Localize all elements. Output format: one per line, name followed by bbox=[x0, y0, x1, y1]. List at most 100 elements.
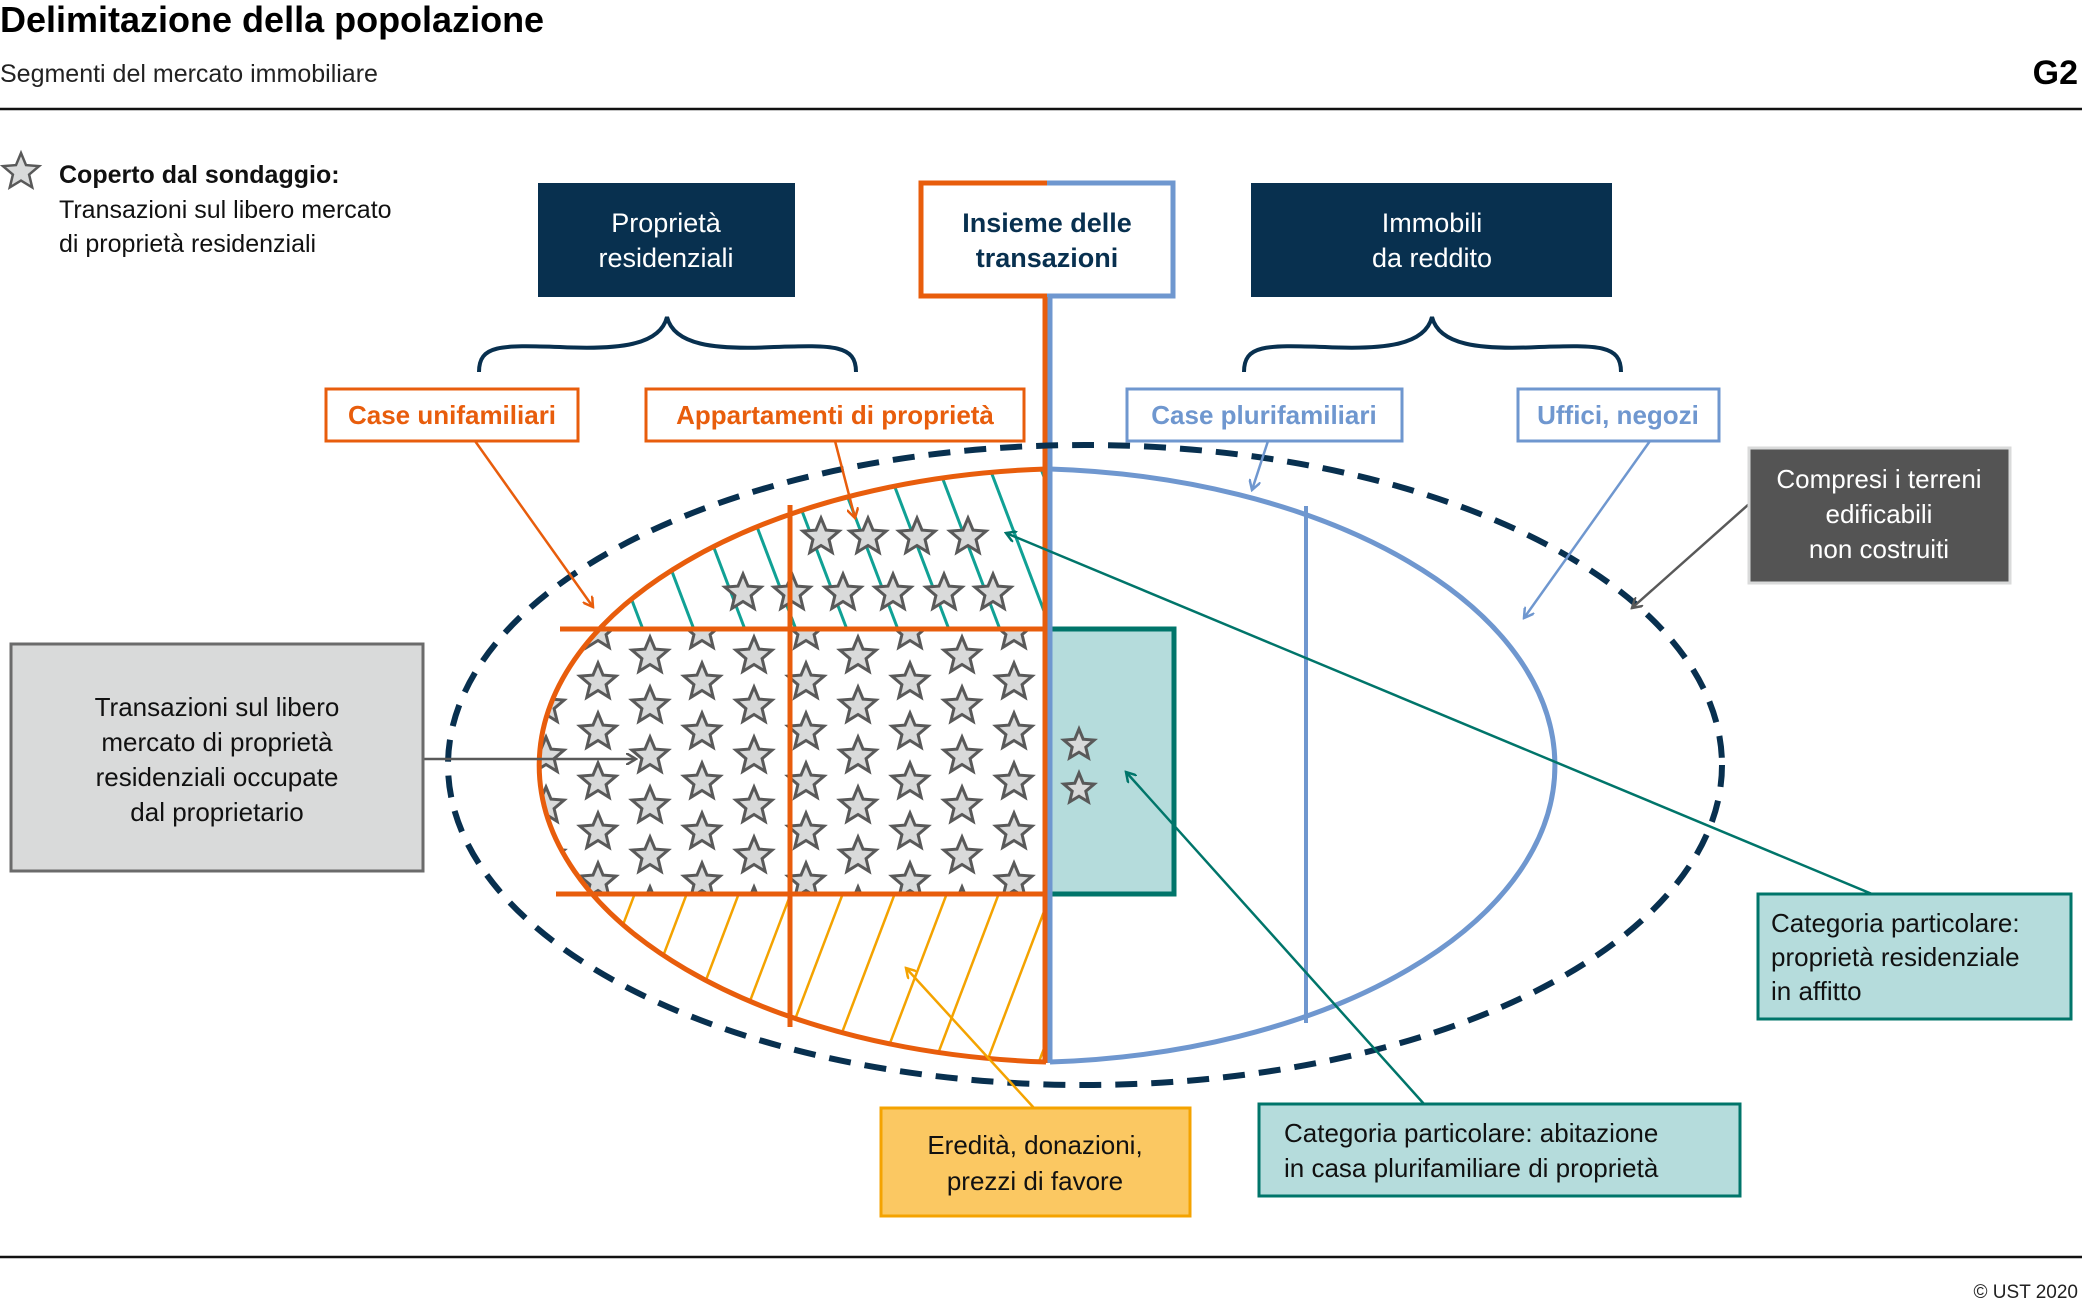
star-icon bbox=[940, 683, 984, 725]
annotation-owner-occupied-line-3: residenziali occupate bbox=[96, 762, 339, 792]
star-icon bbox=[940, 733, 984, 775]
legend: Coperto dal sondaggio: Transazioni sul l… bbox=[0, 149, 392, 258]
ellipse-incl-building-land bbox=[445, 442, 1725, 1088]
annotation-building-land-line-1: Compresi i terreni bbox=[1776, 464, 1981, 494]
category-residential-line-2: residenziali bbox=[598, 243, 733, 273]
star-icon bbox=[1100, 913, 1136, 947]
annotation-owner-occupied-line-2: mercato di proprietà bbox=[101, 727, 333, 757]
star-icon bbox=[996, 913, 1032, 947]
star-icon bbox=[888, 709, 932, 751]
star-icon bbox=[940, 633, 984, 675]
star-icon bbox=[836, 633, 880, 675]
star-icon bbox=[888, 809, 932, 851]
star-icon bbox=[576, 809, 620, 851]
star-icon bbox=[992, 709, 1036, 751]
annotation-owned-in-multifamily: Categoria particolare: abitazione in cas… bbox=[1257, 1102, 1742, 1198]
star-icon bbox=[732, 683, 776, 725]
category-residential-line-1: Proprietà bbox=[611, 208, 722, 238]
star-icon bbox=[836, 733, 880, 775]
star-icon bbox=[539, 733, 568, 775]
hatch-line bbox=[1183, 440, 1259, 640]
star-icon bbox=[580, 913, 616, 947]
category-income: Immobili da reddito bbox=[1251, 183, 1612, 297]
annotation-owned-line-2: in casa plurifamiliare di proprietà bbox=[1284, 1153, 1659, 1183]
star-icon bbox=[784, 759, 828, 801]
leader-multi-family bbox=[1252, 440, 1270, 490]
hatch-line bbox=[671, 469, 751, 628]
annotation-building-land-line-3: non costruiti bbox=[1809, 534, 1949, 564]
star-icon bbox=[680, 709, 724, 751]
segment-multi-family: Case plurifamiliari bbox=[1125, 387, 1404, 443]
ellipse-income-outline bbox=[1049, 466, 1558, 1065]
hatch-line bbox=[539, 469, 598, 628]
star-icon bbox=[721, 570, 765, 612]
figure-id: G2 bbox=[2033, 54, 2078, 92]
hatch-line bbox=[562, 895, 642, 1062]
star-icon bbox=[680, 859, 724, 892]
annotation-building-land: Compresi i terreni edificabili non costr… bbox=[1747, 446, 2012, 585]
star-icon bbox=[992, 759, 1036, 801]
page-title: Delimitazione della popolazione bbox=[0, 0, 544, 40]
brace-residential bbox=[477, 316, 858, 373]
star-icon bbox=[784, 709, 828, 751]
star-icon bbox=[992, 859, 1036, 892]
category-income-line-1: Immobili bbox=[1382, 208, 1483, 238]
star-icon bbox=[871, 570, 915, 612]
star-icon bbox=[732, 833, 776, 875]
annotation-rented-line-2: proprietà residenziale bbox=[1771, 942, 2020, 972]
star-icon bbox=[1048, 937, 1084, 971]
star-icon bbox=[788, 913, 824, 947]
annotation-inheritance-line-2: prezzi di favore bbox=[947, 1166, 1123, 1196]
star-icon bbox=[1048, 587, 1084, 621]
hatch-line bbox=[926, 895, 1006, 1062]
leader-single-family bbox=[473, 440, 593, 607]
annotation-owner-occupied-line-4: dal proprietario bbox=[130, 797, 303, 827]
stars-upper-region bbox=[721, 514, 1015, 612]
region-owned-in-multifamily bbox=[1047, 626, 1177, 897]
stars-teal-region bbox=[1060, 725, 1098, 806]
star-icon bbox=[576, 659, 620, 701]
leader-rented-residential bbox=[1006, 533, 1873, 896]
segment-single-family: Case unifamiliari bbox=[324, 387, 580, 443]
star-icon bbox=[628, 783, 672, 825]
star-icon bbox=[895, 514, 939, 556]
legend-line-2: di proprietà residenziali bbox=[59, 230, 316, 258]
star-icon bbox=[892, 913, 928, 947]
star-icon bbox=[576, 709, 620, 751]
star-icon bbox=[0, 149, 43, 191]
star-icon bbox=[684, 563, 720, 597]
leader-building-land bbox=[1632, 503, 1750, 608]
ellipse-residential-outline bbox=[536, 466, 1047, 1065]
star-icon bbox=[732, 733, 776, 775]
legend-line-1: Transazioni sul libero mercato bbox=[59, 196, 392, 224]
star-icon bbox=[940, 833, 984, 875]
segment-offices-shops: Uffici, negozi bbox=[1516, 387, 1721, 443]
star-icon bbox=[784, 659, 828, 701]
star-icon bbox=[836, 783, 880, 825]
star-icon bbox=[684, 913, 720, 947]
hatch-line bbox=[1188, 880, 1264, 1080]
star-icon bbox=[628, 683, 672, 725]
segment-condominiums-label: Appartamenti di proprietà bbox=[676, 400, 994, 430]
annotation-rented-line-1: Categoria particolare: bbox=[1771, 908, 2020, 938]
star-icon bbox=[971, 570, 1015, 612]
hatch-line bbox=[1084, 880, 1160, 1080]
segment-condominiums: Appartamenti di proprietà bbox=[644, 387, 1026, 443]
star-icon bbox=[680, 759, 724, 801]
segment-single-family-label: Case unifamiliari bbox=[348, 400, 556, 430]
star-icon bbox=[992, 809, 1036, 851]
star-icon bbox=[576, 759, 620, 801]
star-icon bbox=[1060, 769, 1098, 806]
star-icon bbox=[628, 833, 672, 875]
star-icon bbox=[888, 659, 932, 701]
category-residential: Proprietà residenziali bbox=[538, 183, 795, 297]
category-all-line-1: Insieme delle bbox=[962, 208, 1132, 238]
star-icon bbox=[1060, 725, 1098, 762]
star-icon bbox=[821, 570, 865, 612]
annotation-owned-line-1: Categoria particolare: abitazione bbox=[1284, 1118, 1658, 1148]
star-icon bbox=[628, 733, 672, 775]
segment-offices-shops-label: Uffici, negozi bbox=[1537, 400, 1699, 430]
star-icon bbox=[732, 633, 776, 675]
annotation-rented-line-3: in affitto bbox=[1771, 976, 1862, 1006]
